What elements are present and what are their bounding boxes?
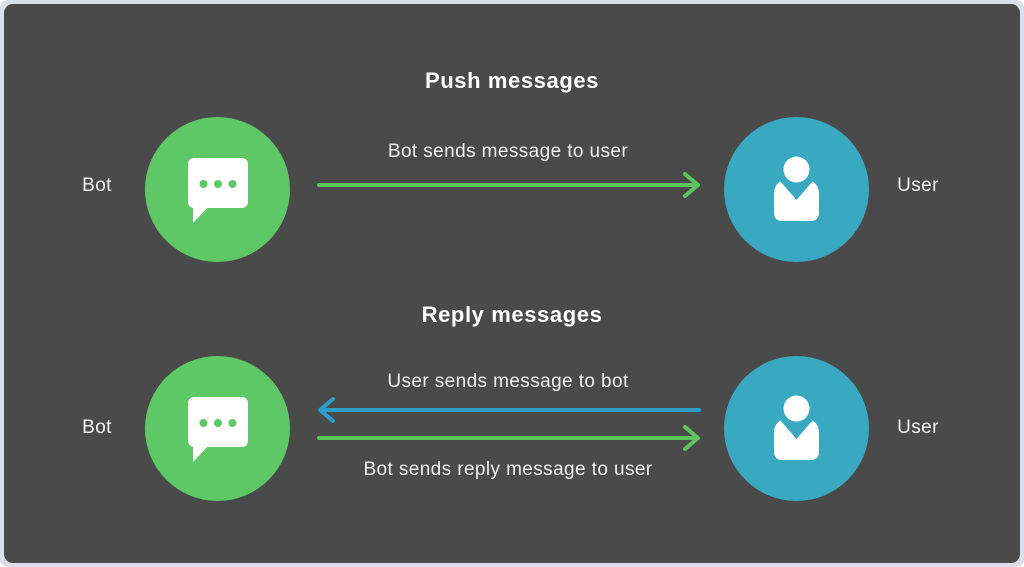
user-label: User <box>897 417 939 438</box>
user-avatar <box>724 356 869 501</box>
user-label: User <box>897 175 939 196</box>
bot-to-user-arrow <box>317 172 700 198</box>
user-to-bot-arrow-label: User sends message to bot <box>387 371 629 392</box>
bot-label: Bot <box>82 175 112 196</box>
chat-bubble-icon <box>145 117 290 262</box>
bot-to-user-reply-arrow-label: Bot sends reply message to user <box>363 459 653 480</box>
user-to-bot-arrow <box>318 397 701 423</box>
bot-label: Bot <box>82 417 112 438</box>
reply-section-title: Reply messages <box>421 302 603 327</box>
push-section-title: Push messages <box>424 68 600 93</box>
chat-bubble-icon <box>145 356 290 501</box>
bot-to-user-reply-arrow <box>317 425 700 451</box>
person-icon <box>724 356 869 501</box>
bot-avatar <box>145 356 290 501</box>
diagram-canvas: Push messages Bot Bot sends message to u… <box>4 4 1020 563</box>
user-avatar <box>724 117 869 262</box>
bot-avatar <box>145 117 290 262</box>
person-icon <box>724 117 869 262</box>
push-arrow-label: Bot sends message to user <box>387 141 629 162</box>
